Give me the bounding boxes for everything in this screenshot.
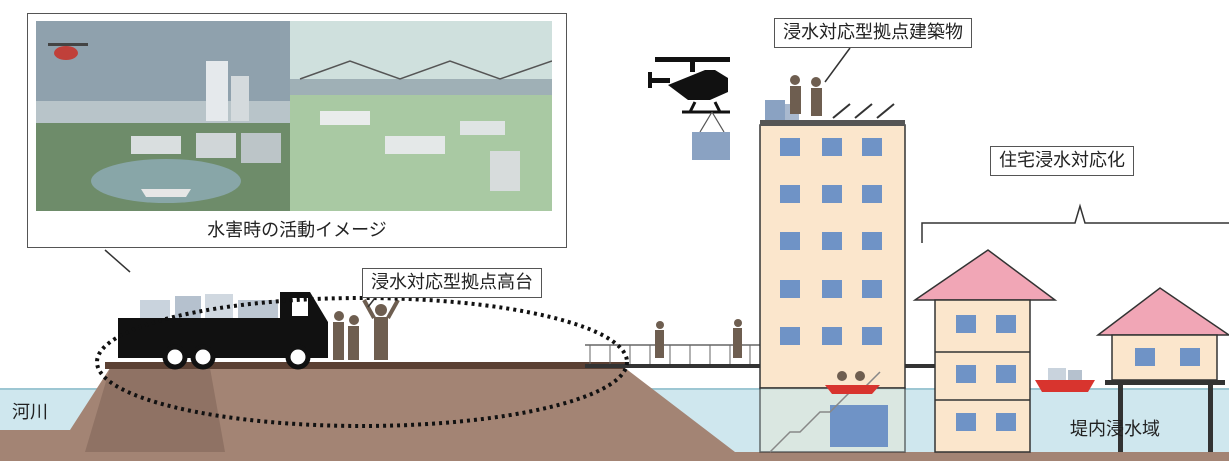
platform-deck [105,362,625,369]
activity-image-inset: 水害時の活動イメージ [27,13,567,248]
inland-flood-area-label: 堤内浸水域 [1070,419,1160,440]
building-label: 浸水対応型拠点建築物 [774,18,972,48]
embankment-core [85,368,225,452]
helicopter-icon [648,57,730,133]
photo-helicopter-icon [48,43,88,60]
house-1 [912,249,1058,453]
inset-pointer [104,249,131,273]
housing-label: 住宅浸水対応化 [990,146,1134,176]
truck-icon [118,292,328,370]
people-group [333,299,742,360]
photo-flood-field [290,21,552,211]
boat-icon [825,368,1095,394]
cargo-icon [692,132,730,160]
river-label: 河川 [12,402,48,423]
inset-caption: 水害時の活動イメージ [207,220,387,241]
platform-pointer [367,297,376,308]
ground-strip [0,452,1229,461]
walkway [585,344,760,368]
photo-flood-helicopter [36,21,308,211]
high-ground-highlight [95,296,629,428]
building-pointer [824,47,851,83]
walkway-right [905,364,945,368]
housing-bracket [921,203,1229,243]
platform-label: 浸水対応型拠点高台 [362,268,542,298]
house-2 [1095,287,1229,452]
tall-building [759,75,906,453]
